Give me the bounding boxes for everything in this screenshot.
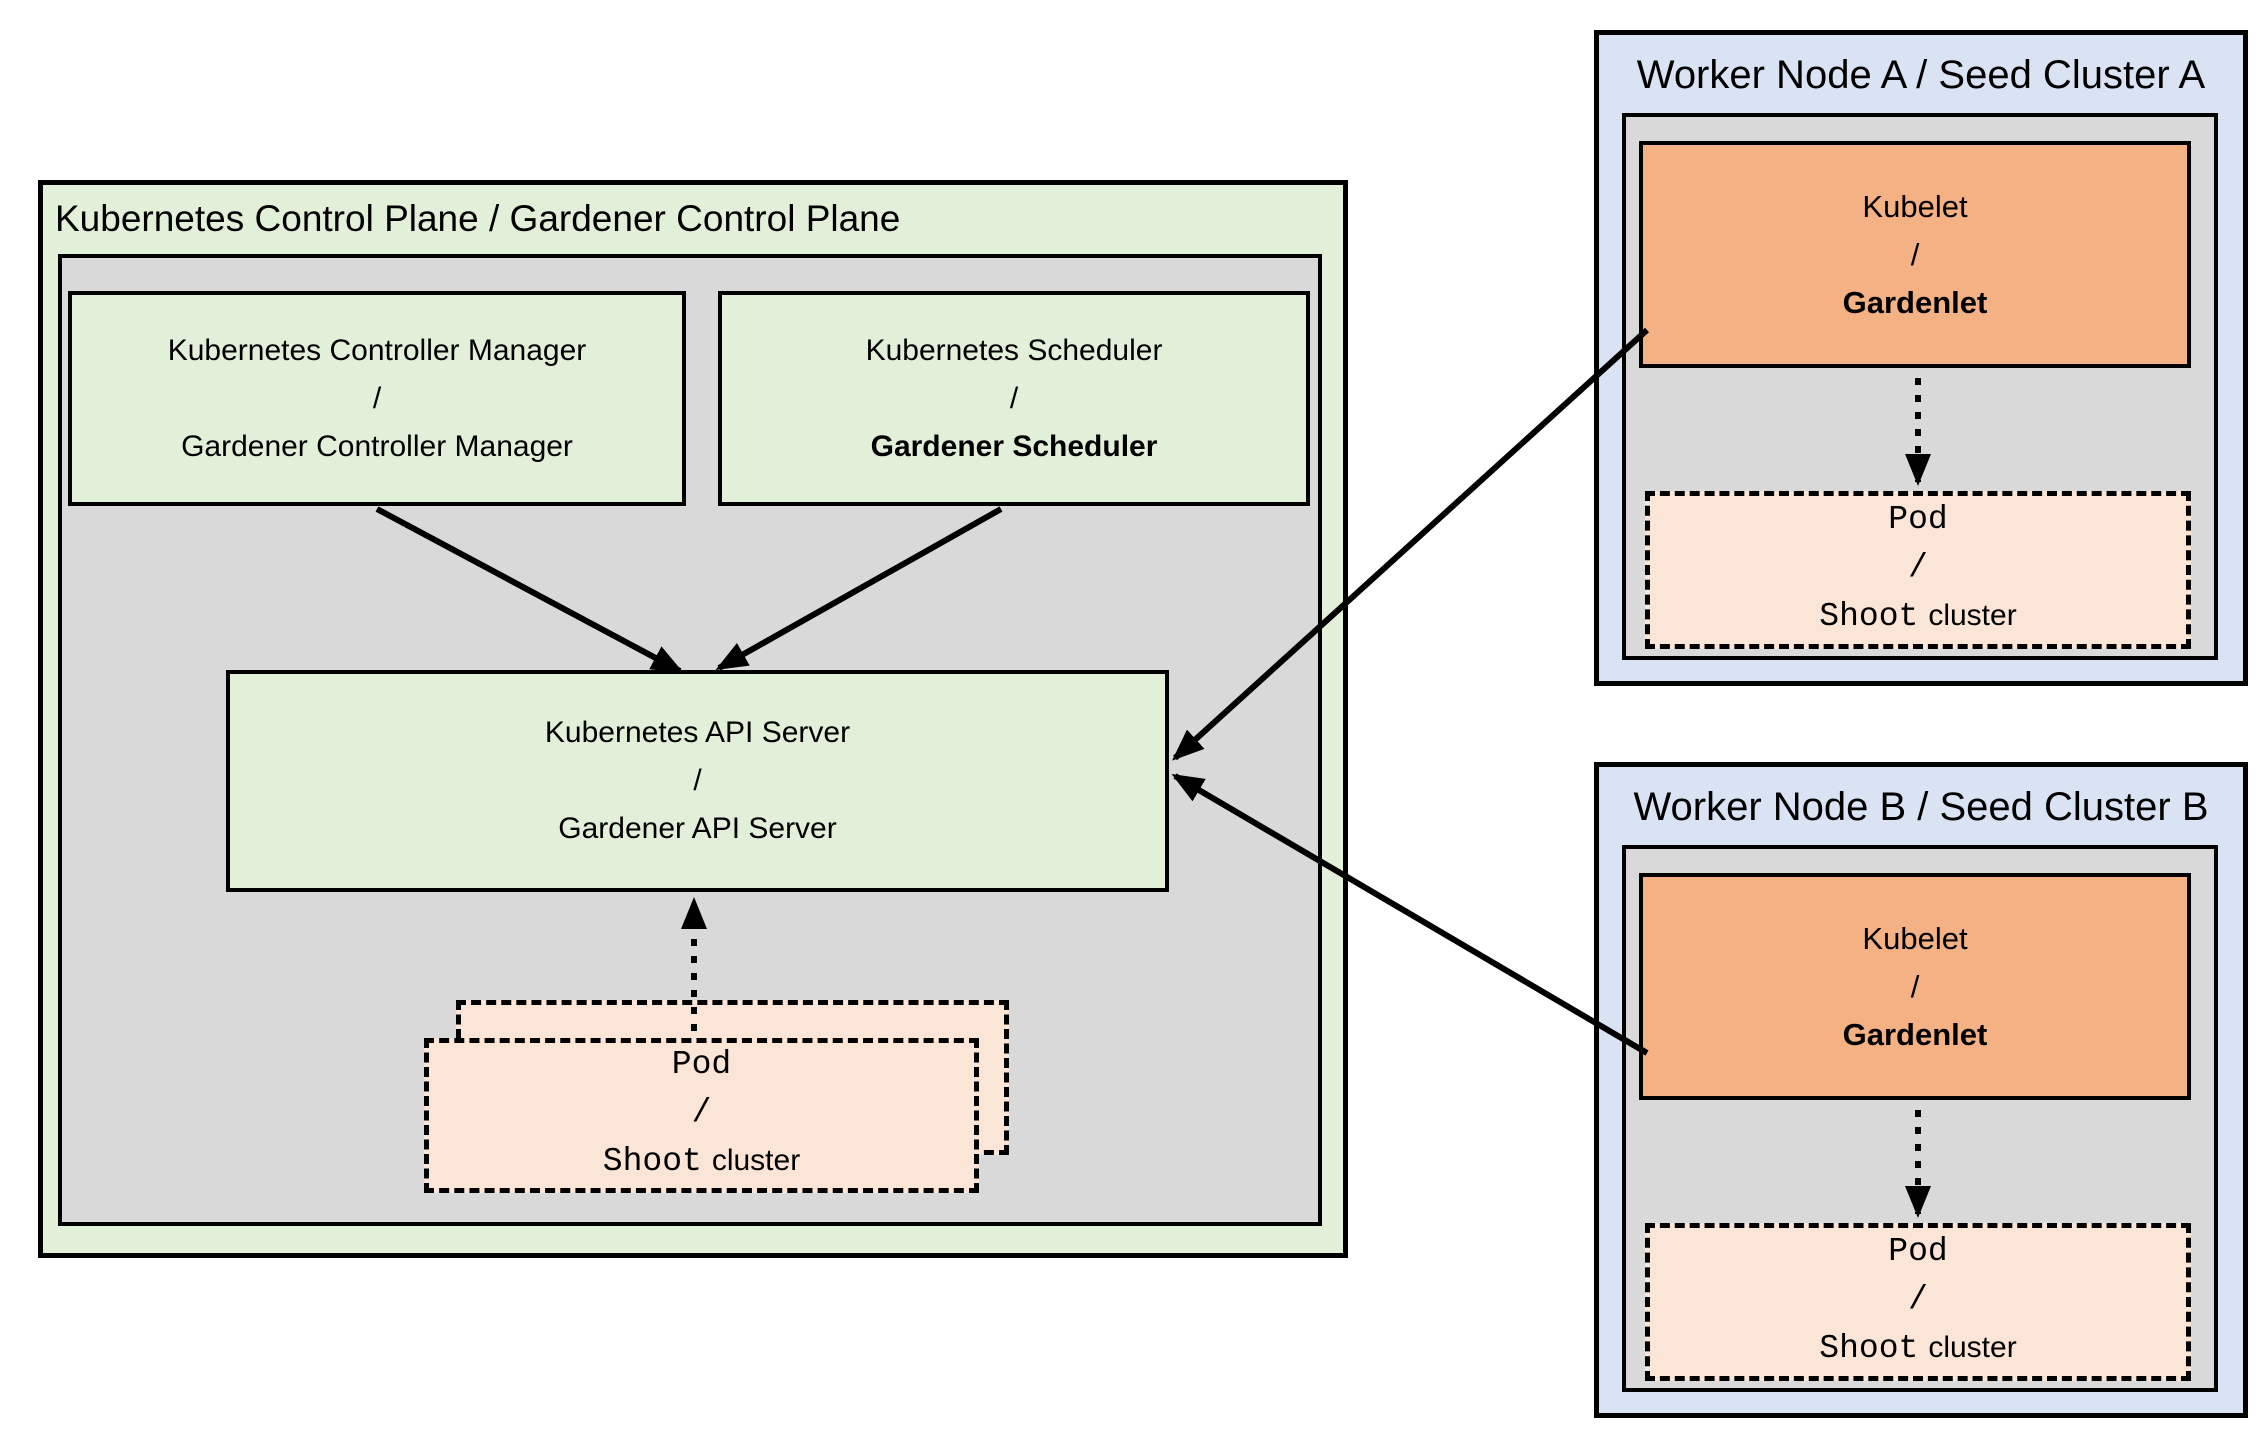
kubelet-a-label-bottom: Gardenlet: [1842, 284, 1988, 320]
controller-manager-box: Kubernetes Controller Manager / Gardener…: [68, 291, 686, 506]
controller-manager-label-top: Kubernetes Controller Manager: [167, 333, 587, 367]
pod-shoot-cluster-b-box: Pod / Shoot cluster: [1645, 1223, 2191, 1381]
cp-cluster-label: cluster: [711, 1144, 801, 1177]
kubelet-a-separator: /: [1910, 236, 1920, 272]
controller-manager-label-bottom: Gardener Controller Manager: [181, 429, 573, 463]
api-server-label-bottom: Gardener API Server: [558, 812, 837, 845]
cp-pod-shoot-cluster-line: Shoot cluster: [603, 1137, 800, 1190]
scheduler-label-bottom: Gardener Scheduler: [870, 429, 1158, 463]
pod-shoot-cluster-front-card: Pod / Shoot cluster: [424, 1038, 979, 1193]
kubelet-b-label-bottom: Gardenlet: [1842, 1016, 1988, 1052]
kubelet-gardenlet-a-box: Kubelet / Gardenlet: [1639, 141, 2191, 368]
control-plane-box: Kubernetes Control Plane / Gardener Cont…: [38, 180, 1348, 1258]
kubelet-b-label-top: Kubelet: [1862, 920, 1968, 956]
cp-pod-label: Pod: [671, 1046, 732, 1083]
pod-a-label: Pod: [1888, 500, 1948, 538]
kubelet-gardenlet-b-box: Kubelet / Gardenlet: [1639, 873, 2191, 1100]
api-server-label-top: Kubernetes API Server: [544, 716, 851, 749]
api-server-separator: /: [693, 764, 702, 797]
scheduler-separator: /: [1009, 381, 1019, 415]
control-plane-title: Kubernetes Control Plane / Gardener Cont…: [55, 198, 901, 239]
kubelet-a-label-top: Kubelet: [1862, 188, 1968, 224]
kubelet-b-separator: /: [1910, 968, 1920, 1004]
pod-a-shoot-cluster-line: Shoot cluster: [1819, 592, 2016, 645]
shoot-a-label: Shoot: [1819, 597, 1919, 635]
scheduler-box: Kubernetes Scheduler / Gardener Schedule…: [718, 291, 1310, 506]
worker-node-b-title: Worker Node B / Seed Cluster B: [1633, 785, 2209, 829]
pod-shoot-cluster-a-box: Pod / Shoot cluster: [1645, 491, 2191, 649]
cluster-a-label: cluster: [1928, 598, 2017, 632]
pod-b-label: Pod: [1888, 1232, 1948, 1270]
pod-b-shoot-cluster-line: Shoot cluster: [1819, 1324, 2016, 1377]
worker-node-a-box: Worker Node A / Seed Cluster A Kubelet /…: [1594, 30, 2248, 686]
worker-node-b-box: Worker Node B / Seed Cluster B Kubelet /…: [1594, 762, 2248, 1418]
worker-node-b-inner-panel: Kubelet / Gardenlet Pod / Shoot cluster: [1622, 845, 2218, 1392]
cluster-b-label: cluster: [1928, 1330, 2017, 1364]
shoot-b-label: Shoot: [1819, 1329, 1919, 1367]
cp-pod-separator: /: [691, 1094, 712, 1131]
scheduler-label-top: Kubernetes Scheduler: [865, 333, 1163, 367]
cp-shoot-label: Shoot: [602, 1143, 702, 1180]
worker-node-a-inner-panel: Kubelet / Gardenlet Pod / Shoot cluster: [1622, 113, 2218, 660]
control-plane-inner-panel: Kubernetes Controller Manager / Gardener…: [58, 254, 1322, 1226]
api-server-box: Kubernetes API Server / Gardener API Ser…: [226, 670, 1169, 892]
controller-manager-separator: /: [372, 381, 382, 415]
worker-node-a-title: Worker Node A / Seed Cluster A: [1636, 53, 2206, 97]
pod-b-separator: /: [1908, 1280, 1928, 1318]
pod-a-separator: /: [1908, 548, 1928, 586]
